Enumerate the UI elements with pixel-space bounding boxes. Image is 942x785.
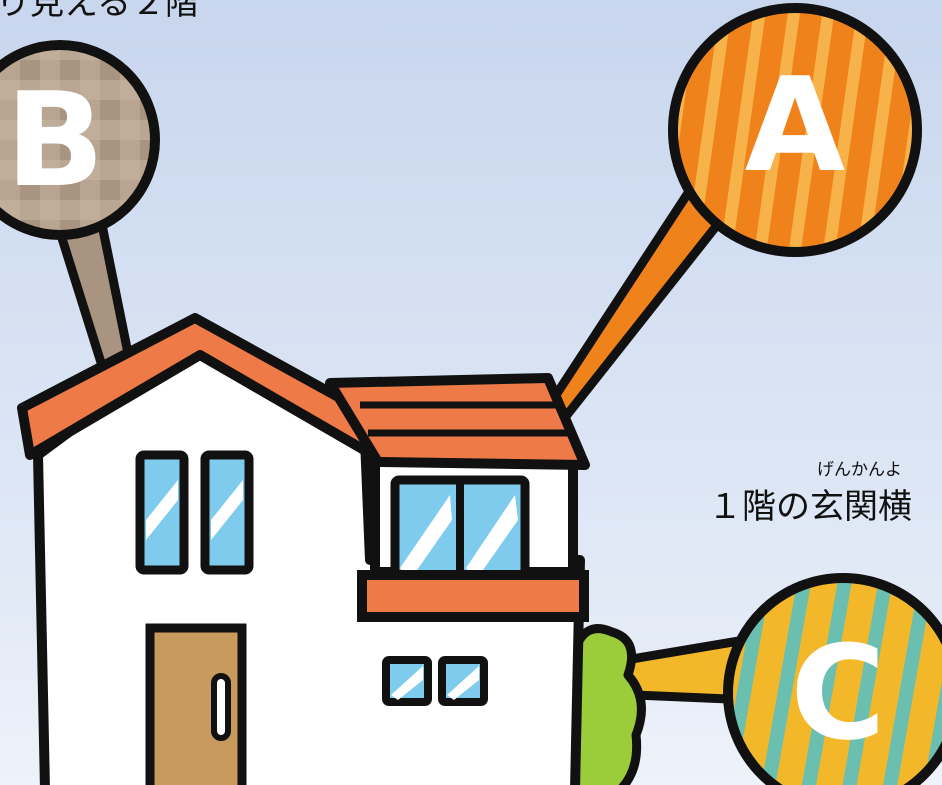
- window-upper-left-2: [205, 455, 249, 570]
- marker-a-letter: A: [745, 49, 846, 201]
- window-lower-1: [386, 660, 428, 702]
- marker-c-letter: C: [790, 617, 885, 769]
- bush: [575, 629, 641, 785]
- marker-b-letter: B: [5, 64, 104, 216]
- front-door: [150, 628, 242, 785]
- window-upper-left-1: [140, 455, 184, 570]
- window-lower-2: [442, 660, 484, 702]
- roof-right: [330, 378, 585, 465]
- balcony: [362, 575, 584, 617]
- window-upper-right: [395, 480, 525, 580]
